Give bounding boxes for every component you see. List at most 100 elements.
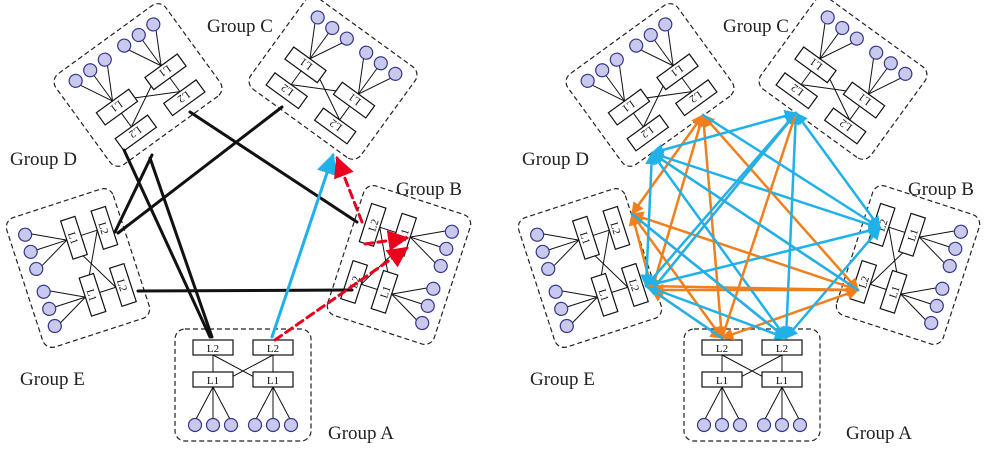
global-link-blue: [640, 151, 658, 288]
group-layer: L2L2L1L1L2L2L1L1L2L2L1L1L2L2L1L1L2L2L1L1…: [5, 0, 981, 442]
compute-node: [205, 417, 221, 433]
l1-router: [571, 215, 601, 260]
compute-node: [580, 73, 595, 88]
node-wire: [34, 239, 67, 252]
l1-router-label: L1: [856, 90, 873, 107]
compute-node: [942, 258, 957, 274]
compute-node: [388, 66, 403, 81]
node-wire: [763, 386, 783, 422]
node-wire: [570, 296, 598, 326]
link-layer: [113, 105, 882, 342]
node-wire: [410, 229, 449, 238]
node-wire: [39, 239, 68, 269]
compute-node: [247, 417, 263, 433]
compute-node: [541, 261, 556, 277]
compute-node: [420, 298, 435, 313]
compute-node: [444, 224, 459, 239]
l1-router: [59, 215, 89, 260]
compute-node: [339, 31, 354, 46]
compute-node: [869, 45, 884, 60]
l1-router: [897, 212, 927, 257]
node-wire: [703, 386, 723, 422]
l2-router-label: L2: [175, 88, 192, 105]
compute-node: [820, 10, 835, 25]
l1-router-label: L1: [83, 288, 98, 303]
compute-node: [898, 66, 913, 81]
compute-node: [849, 31, 864, 46]
l2-router: [602, 205, 631, 250]
l2-router: [674, 79, 718, 117]
compute-node: [883, 56, 898, 71]
global-link-blue: [650, 150, 882, 231]
node-wire: [819, 20, 826, 59]
group-boundary: [517, 188, 663, 348]
compute-node: [643, 27, 658, 43]
l1-router: [794, 46, 837, 84]
compute-node: [953, 224, 968, 239]
compute-node: [47, 318, 62, 334]
group-c-label-left: Group C: [207, 16, 273, 37]
compute-node: [68, 73, 83, 88]
l2-router: [90, 205, 119, 250]
compute-node: [535, 244, 550, 259]
minimal-route-link: [270, 153, 337, 339]
l2-router: [313, 107, 357, 145]
l1-router-label: L1: [906, 228, 921, 243]
l1-router-label: L1: [808, 55, 825, 72]
global-link-blue: [650, 109, 798, 157]
compute-node: [23, 244, 38, 259]
l1-router: [144, 53, 187, 91]
node-wire: [409, 236, 438, 266]
global-link-orange: [644, 284, 860, 292]
node-wire: [900, 293, 934, 306]
compute-node: [609, 52, 624, 67]
node-wire: [867, 55, 875, 95]
global-link-black: [188, 110, 359, 224]
node-wire: [357, 55, 365, 95]
l1-router: [701, 371, 743, 388]
node-wire: [92, 73, 113, 102]
global-link-blue: [644, 284, 724, 340]
l2-router-label: L2: [776, 343, 788, 355]
compute-node: [97, 52, 112, 67]
global-link-orange: [720, 287, 860, 341]
l1-router: [370, 269, 399, 314]
node-wire: [546, 239, 579, 252]
l1-router: [656, 53, 699, 91]
group-d-label-right: Group D: [522, 149, 590, 170]
nonminimal-route-link: [334, 156, 364, 224]
compute-node: [131, 27, 146, 43]
node-wire: [540, 232, 579, 241]
node-wire: [194, 386, 214, 422]
node-wire: [58, 296, 86, 326]
compute-node: [426, 281, 441, 296]
compute-node: [756, 417, 772, 433]
compute-node: [714, 417, 730, 433]
node-wire: [140, 37, 162, 67]
l1-router: [78, 272, 107, 317]
group-boundary: [174, 328, 312, 442]
compute-node: [924, 315, 939, 331]
compute-node: [774, 417, 790, 433]
compute-node: [658, 17, 673, 32]
compute-node: [732, 417, 748, 433]
l2-router-label: L2: [126, 123, 143, 140]
node-wire: [819, 41, 855, 60]
node-wire: [900, 287, 939, 295]
l2-router: [775, 72, 819, 110]
l1-router: [761, 371, 803, 388]
node-wire: [155, 27, 162, 66]
compute-node: [415, 315, 430, 331]
compute-node: [548, 284, 563, 299]
compute-node: [310, 10, 325, 25]
group-a-label-right: Group A: [846, 423, 912, 444]
group-e-label-left: Group E: [20, 369, 85, 390]
compute-node: [36, 284, 51, 299]
node-wire: [272, 386, 292, 422]
l1-router: [252, 371, 294, 388]
node-wire: [391, 287, 430, 295]
node-wire: [309, 41, 345, 60]
nonminimal-route-link: [363, 230, 410, 252]
